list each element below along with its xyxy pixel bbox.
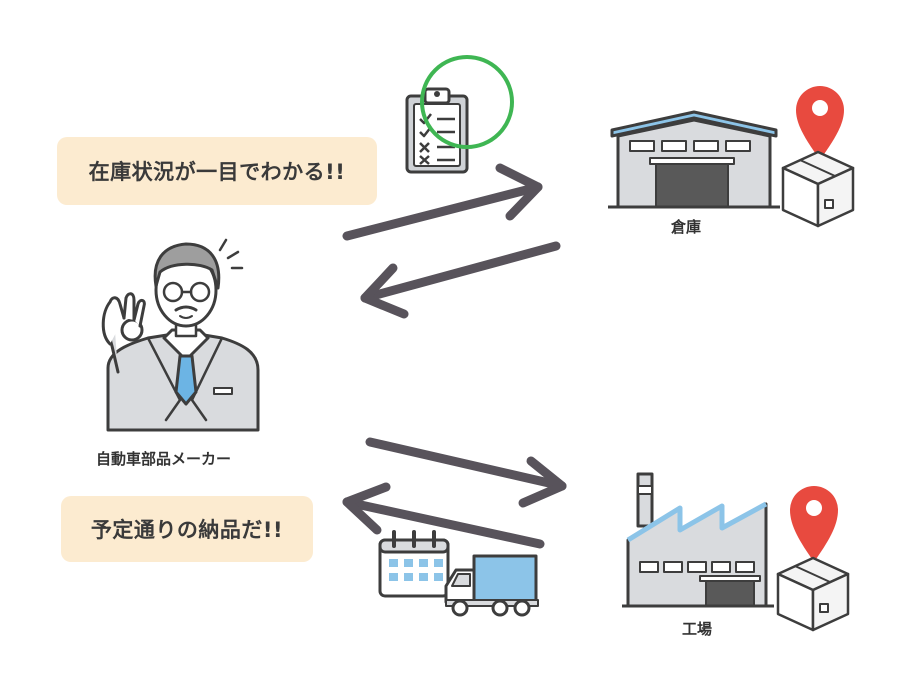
label-factory: 工場 xyxy=(682,620,713,638)
warehouse-icon xyxy=(608,110,780,209)
arrow-from-warehouse xyxy=(360,241,561,319)
highlight-circle xyxy=(420,55,514,149)
clipboard-checklist-icon xyxy=(405,87,469,174)
truck-icon xyxy=(444,554,539,617)
speech-bubble-delivery: 予定通りの納品だ!! xyxy=(61,496,313,562)
location-pin-icon xyxy=(796,86,844,160)
location-pin-icon xyxy=(790,486,838,562)
speech-bubble-inventory: 在庫状況が一目でわかる!! xyxy=(57,137,377,205)
arrow-to-warehouse xyxy=(342,163,543,241)
box-icon xyxy=(776,556,850,632)
box-icon xyxy=(781,150,855,228)
arrow-to-factory xyxy=(365,437,567,508)
calendar-icon xyxy=(378,530,450,598)
businessman-ok-icon xyxy=(101,238,260,432)
label-maker: 自動車部品メーカー xyxy=(96,450,232,468)
label-warehouse: 倉庫 xyxy=(671,218,702,236)
arrow-from-factory xyxy=(342,482,545,549)
factory-icon xyxy=(622,472,774,608)
